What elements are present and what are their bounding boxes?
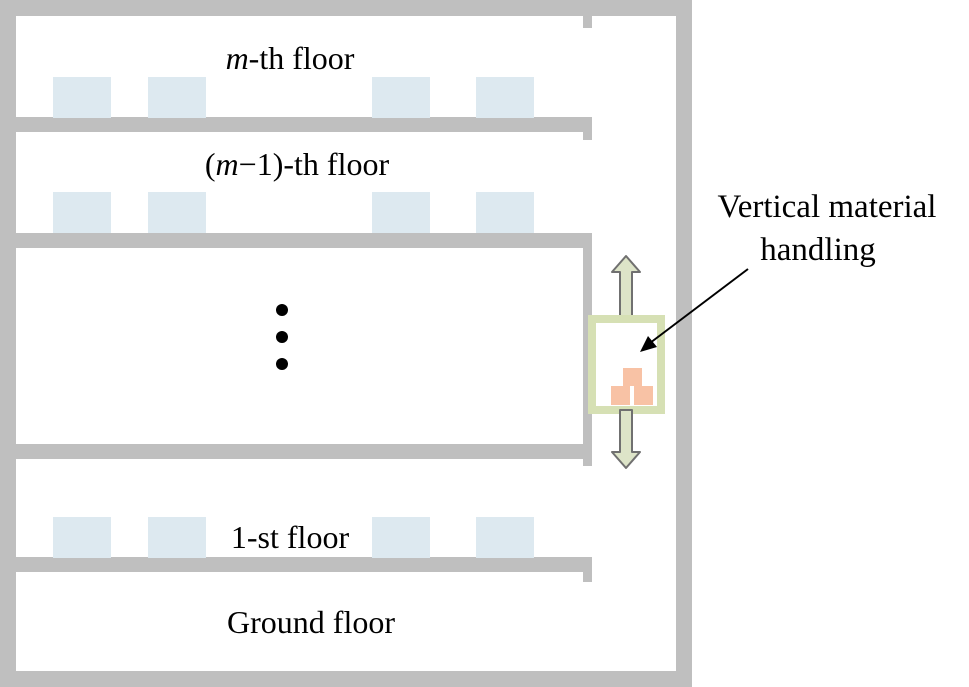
- callout-line-2: handling: [760, 232, 875, 268]
- cargo-box: [623, 368, 642, 386]
- vertical-lift: [588, 255, 665, 469]
- storage-box: [372, 192, 430, 233]
- ground-floor-label: Ground floor: [227, 604, 395, 640]
- top-outer-wall: [0, 0, 692, 16]
- callout-arrow: [640, 268, 749, 352]
- callout-arrow-head: [640, 336, 657, 352]
- storage-box: [476, 192, 534, 233]
- storage-box: [476, 517, 534, 558]
- m-th-floor-suffix: -th floor: [249, 40, 355, 76]
- slab-m-minus-1-floor: [16, 233, 592, 248]
- storage-box: [53, 77, 111, 118]
- slab-ellipsis-gap: [16, 444, 592, 459]
- right-outer-wall: [676, 0, 692, 687]
- cargo-boxes: [611, 368, 653, 405]
- cargo-box: [611, 386, 630, 405]
- storage-box: [476, 77, 534, 118]
- slab-m-th-floor: [16, 117, 592, 132]
- lift-up-arrow: [611, 255, 641, 319]
- floor-slabs: [16, 117, 592, 572]
- left-outer-wall: [0, 0, 16, 687]
- storage-box: [148, 77, 206, 118]
- shaft-wall-middle: [583, 234, 592, 466]
- storage-box: [53, 192, 111, 233]
- storage-boxes-m-minus-1-floor: [53, 192, 534, 233]
- lift-down-arrow: [611, 409, 641, 469]
- omitted-floors-ellipsis: [276, 304, 288, 370]
- m-minus-1-open-paren: (: [205, 146, 216, 182]
- storage-box: [372, 517, 430, 558]
- storage-box: [148, 192, 206, 233]
- m-minus-1-floor-label: (m−1)-th floor: [205, 146, 390, 182]
- ellipsis-dot: [276, 304, 288, 316]
- m-variable: m: [216, 146, 239, 182]
- shaft-wall-top: [583, 16, 592, 28]
- building-walls: [0, 0, 692, 687]
- storage-box: [53, 517, 111, 558]
- storage-boxes-m-th-floor: [53, 77, 534, 118]
- storage-box: [148, 517, 206, 558]
- bottom-outer-wall: [0, 671, 692, 687]
- ellipsis-dot: [276, 331, 288, 343]
- slab-1st-floor: [16, 557, 592, 572]
- storage-box: [372, 77, 430, 118]
- first-floor-label: 1-st floor: [231, 519, 350, 555]
- m-minus-1-floor-rest: −1)-th floor: [239, 146, 390, 182]
- callout-line-1: Vertical material: [718, 189, 937, 225]
- cargo-box: [634, 386, 653, 405]
- m-th-floor-label: m-th floor: [226, 40, 355, 76]
- storage-boxes-1st-floor: [53, 517, 534, 558]
- m-variable: m: [226, 40, 249, 76]
- ellipsis-dot: [276, 358, 288, 370]
- callout-arrow-line: [649, 268, 749, 344]
